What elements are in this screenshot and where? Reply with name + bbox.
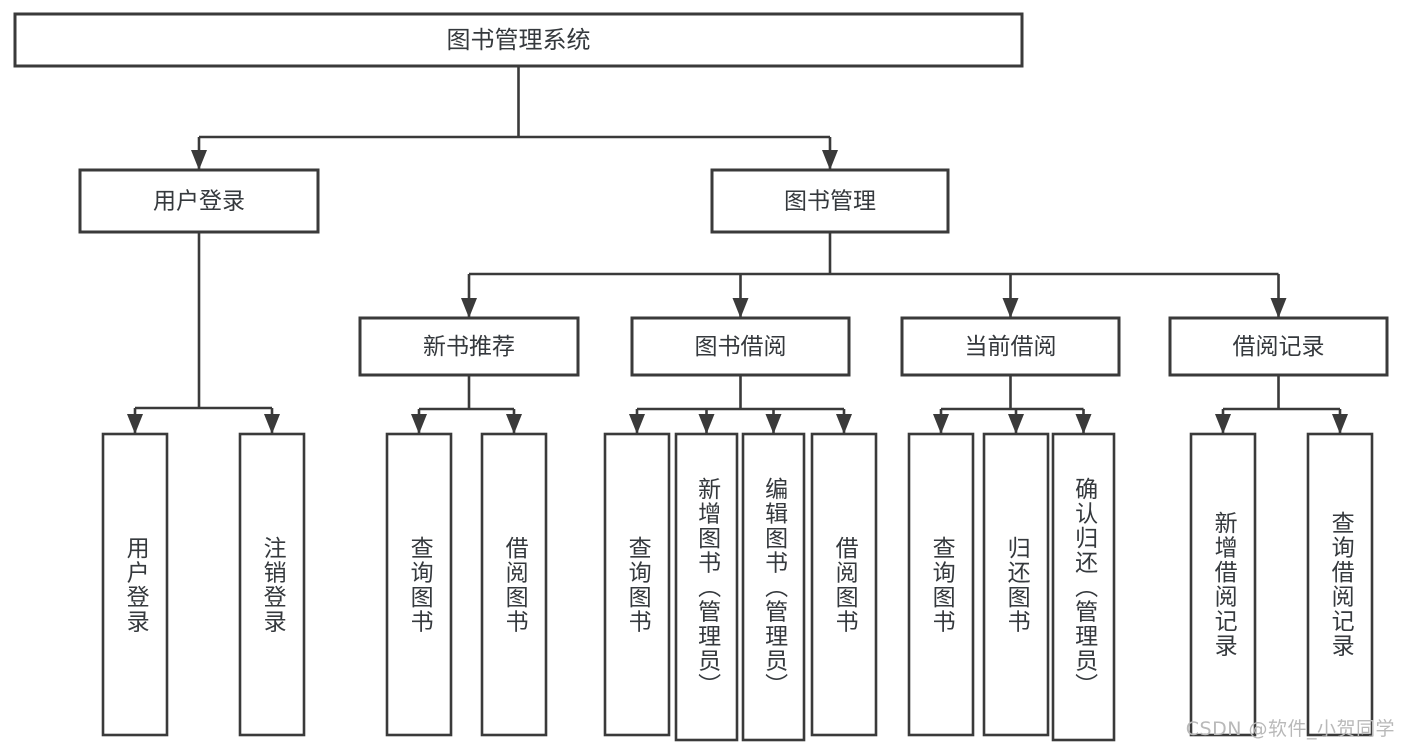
arrowhead-root-1 xyxy=(822,150,838,170)
arrowhead-user-login-1 xyxy=(264,414,280,434)
node-box-leaf-record-add-record[interactable] xyxy=(1189,432,1257,737)
arrowhead-current-borrow-2 xyxy=(1075,414,1092,434)
arrowhead-borrow-record-0 xyxy=(1215,414,1231,434)
node-box-book-manage[interactable] xyxy=(710,168,950,234)
node-box-leaf-borrow-borrow-book[interactable] xyxy=(810,432,878,737)
arrowhead-book-borrow-0 xyxy=(629,414,645,434)
node-label-user-login: 用户登录 xyxy=(153,189,245,215)
node-box-book-borrow[interactable] xyxy=(630,316,851,377)
node-box-leaf-current-query-book[interactable] xyxy=(907,432,975,737)
arrowhead-book-manage-2 xyxy=(1002,298,1019,318)
arrowhead-book-manage-0 xyxy=(461,298,477,318)
arrowhead-new-book-recommend-0 xyxy=(411,414,427,434)
node-label-book-borrow: 图书借阅 xyxy=(695,334,787,360)
node-box-leaf-recommend-borrow-book[interactable] xyxy=(480,432,548,737)
arrowhead-current-borrow-1 xyxy=(1008,414,1024,434)
arrowhead-book-manage-1 xyxy=(732,298,749,318)
arrowhead-user-login-0 xyxy=(127,414,143,434)
node-box-leaf-current-confirm-return[interactable] xyxy=(1051,432,1116,742)
watermark-text: CSDN @软件_小贺同学 xyxy=(1185,718,1395,740)
node-box-new-book-recommend[interactable] xyxy=(358,316,580,377)
connector-layer xyxy=(127,66,1348,434)
node-box-leaf-user-logout[interactable] xyxy=(238,432,306,737)
node-label-borrow-record: 借阅记录 xyxy=(1233,334,1325,360)
node-box-layer xyxy=(13,12,1389,742)
arrowhead-current-borrow-0 xyxy=(933,414,949,434)
node-label-current-borrow: 当前借阅 xyxy=(965,334,1057,360)
node-box-leaf-recommend-query-book[interactable] xyxy=(385,432,453,737)
node-box-leaf-borrow-edit-book[interactable] xyxy=(741,432,806,742)
arrowhead-new-book-recommend-1 xyxy=(506,414,522,434)
node-box-root[interactable] xyxy=(13,12,1024,68)
node-box-leaf-user-login[interactable] xyxy=(101,432,169,737)
node-box-current-borrow[interactable] xyxy=(900,316,1121,377)
node-box-borrow-record[interactable] xyxy=(1168,316,1389,377)
arrowhead-borrow-record-1 xyxy=(1332,414,1348,434)
node-label-book-manage: 图书管理 xyxy=(784,189,876,215)
node-label-new-book-recommend: 新书推荐 xyxy=(423,334,515,360)
node-box-leaf-borrow-query-book[interactable] xyxy=(603,432,671,737)
node-box-leaf-borrow-add-book[interactable] xyxy=(674,432,739,742)
node-box-leaf-record-query-record[interactable] xyxy=(1306,432,1374,737)
arrowhead-book-borrow-2 xyxy=(765,414,782,434)
arrowhead-book-borrow-1 xyxy=(698,414,715,434)
arrowhead-book-borrow-3 xyxy=(836,414,852,434)
node-label-root: 图书管理系统 xyxy=(447,26,591,54)
arrowhead-root-0 xyxy=(191,150,207,170)
node-box-user-login[interactable] xyxy=(78,168,320,234)
node-box-leaf-current-return-book[interactable] xyxy=(982,432,1050,737)
arrowhead-book-manage-3 xyxy=(1270,298,1287,318)
